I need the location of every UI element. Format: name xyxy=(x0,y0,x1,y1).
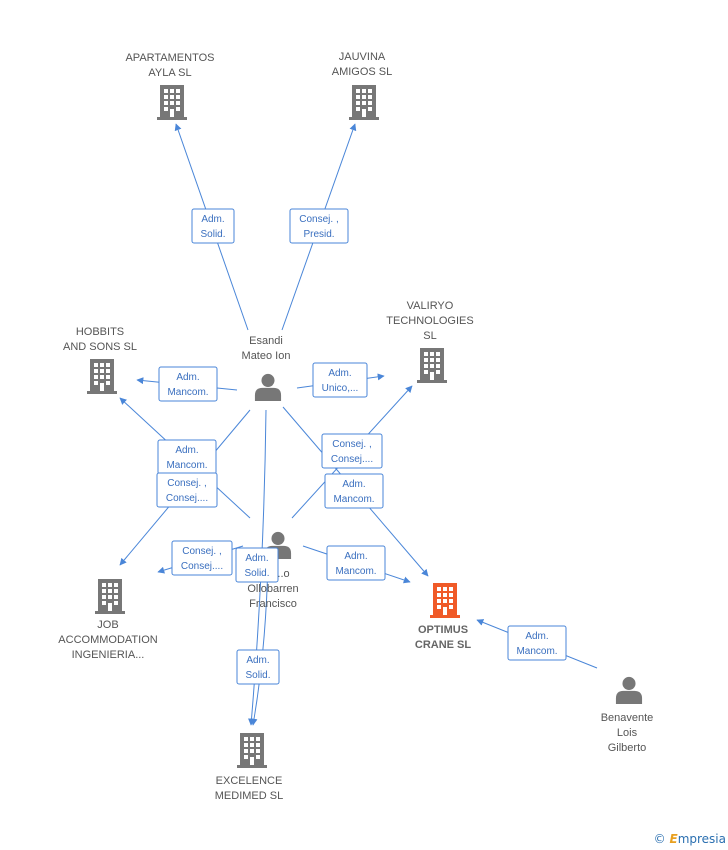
relation-label-line: Consej. , xyxy=(182,546,221,557)
node-label-line: AND SONS SL xyxy=(63,341,137,353)
building-icon xyxy=(349,85,379,120)
node-label-line: INGENIERIA... xyxy=(72,649,145,661)
relation-label-line: Consej. , xyxy=(332,439,371,450)
company-node-excelence[interactable]: EXCELENCE MEDIMED SL xyxy=(215,733,283,802)
relation-label-line: Adm. xyxy=(328,368,351,379)
company-node-optimus[interactable]: OPTIMUS CRANE SL xyxy=(415,583,472,651)
relation-label-line: Mancom. xyxy=(167,387,208,398)
node-label-line: Mateo Ion xyxy=(242,350,291,362)
relation-label-line: Mancom. xyxy=(166,460,207,471)
company-node-hobbits[interactable]: HOBBITS AND SONS SL xyxy=(63,326,137,394)
relation-label-line: Consej. , xyxy=(167,478,206,489)
node-label-line: TECHNOLOGIES xyxy=(386,315,473,327)
relation-label[interactable]: Consej. , Consej.... xyxy=(171,540,233,576)
relation-label[interactable]: Adm. Mancom. xyxy=(507,625,567,661)
relation-label-line: Solid. xyxy=(244,568,269,579)
building-icon xyxy=(87,359,117,394)
relation-label-line: Adm. xyxy=(175,445,198,456)
relation-label-line: Adm. xyxy=(344,551,367,562)
node-label-line: Francisco xyxy=(249,598,297,610)
node-label-line: VALIRYO xyxy=(407,300,454,312)
brand-initial: E xyxy=(669,832,678,846)
relation-label[interactable]: Adm. Solid. xyxy=(236,649,280,685)
company-node-jauvina[interactable]: JAUVINA AMIGOS SL xyxy=(332,51,393,120)
person-icon xyxy=(615,676,643,704)
relation-label-line: Adm. xyxy=(525,631,548,642)
node-label-line: OPTIMUS xyxy=(418,624,468,636)
building-icon xyxy=(95,579,125,614)
relation-label[interactable]: Adm. Mancom. xyxy=(157,439,217,475)
company-node-apartamentos[interactable]: APARTAMENTOS AYLA SL xyxy=(125,52,215,120)
building-icon xyxy=(237,733,267,768)
brand-name: mpresia xyxy=(677,832,726,846)
relation-label-line: Mancom. xyxy=(333,494,374,505)
relation-label[interactable]: Consej. , Presid. xyxy=(289,208,349,244)
relation-label-line: Adm. xyxy=(245,553,268,564)
relation-label-line: Consej. , xyxy=(299,214,338,225)
relation-label-line: Consej.... xyxy=(166,493,208,504)
node-label-line: APARTAMENTOS xyxy=(125,52,214,64)
node-label-line: ACCOMMODATION xyxy=(58,634,157,646)
node-label-line: HOBBITS xyxy=(76,326,124,338)
relation-label[interactable]: Consej. , Consej.... xyxy=(321,433,383,469)
relation-label[interactable]: Adm. Mancom. xyxy=(326,545,386,581)
relation-label-line: Consej.... xyxy=(331,454,373,465)
relation-label[interactable]: Adm. Solid. xyxy=(235,547,279,583)
node-label-line: AMIGOS SL xyxy=(332,66,393,78)
person-node-esandi[interactable]: Esandi Mateo Ion xyxy=(242,335,291,401)
node-label-line: AYLA SL xyxy=(148,67,191,79)
relation-label-line: Adm. xyxy=(176,372,199,383)
building-icon xyxy=(430,583,460,618)
relation-label-line: Unico,... xyxy=(322,383,359,394)
relation-label-line: Mancom. xyxy=(516,646,557,657)
empresia-logo[interactable]: © Empresia xyxy=(654,832,726,846)
node-label-line: JOB xyxy=(97,619,118,631)
building-icon xyxy=(417,348,447,383)
relation-label-line: Adm. xyxy=(246,655,269,666)
node-label-line: EXCELENCE xyxy=(216,775,283,787)
node-label-line: Esandi xyxy=(249,335,283,347)
relation-label-line: Mancom. xyxy=(335,566,376,577)
node-label-line: Gilberto xyxy=(608,742,647,754)
relation-label-line: Adm. xyxy=(201,214,224,225)
person-icon xyxy=(254,373,282,401)
node-label-line: Ollobarren xyxy=(247,583,298,595)
company-node-valiryo[interactable]: VALIRYO TECHNOLOGIES SL xyxy=(386,300,474,383)
node-label-line: JAUVINA xyxy=(339,51,386,63)
relation-label[interactable]: Adm. Solid. xyxy=(191,208,235,244)
relation-label-line: Solid. xyxy=(200,229,225,240)
node-label-line: Benavente xyxy=(601,712,654,724)
relation-label-line: Adm. xyxy=(342,479,365,490)
node-label-line: MEDIMED SL xyxy=(215,790,283,802)
node-label-line: SL xyxy=(423,330,436,342)
node-label-line: Lois xyxy=(617,727,638,739)
copyright-symbol: © xyxy=(653,832,666,846)
relation-label[interactable]: Adm. Unico,... xyxy=(312,362,368,398)
relation-label-line: Presid. xyxy=(303,229,334,240)
company-node-job[interactable]: JOB ACCOMMODATION INGENIERIA... xyxy=(58,579,158,661)
building-icon xyxy=(157,85,187,120)
relation-label[interactable]: Adm. Mancom. xyxy=(158,366,218,402)
relation-label-line: Consej.... xyxy=(181,561,223,572)
relation-label[interactable]: Consej. , Consej.... xyxy=(156,472,218,508)
node-label-line: CRANE SL xyxy=(415,639,472,651)
relation-label[interactable]: Adm. Mancom. xyxy=(324,473,384,509)
person-node-benavente[interactable]: Benavente Lois Gilberto xyxy=(601,676,654,754)
relation-label-line: Solid. xyxy=(245,670,270,681)
